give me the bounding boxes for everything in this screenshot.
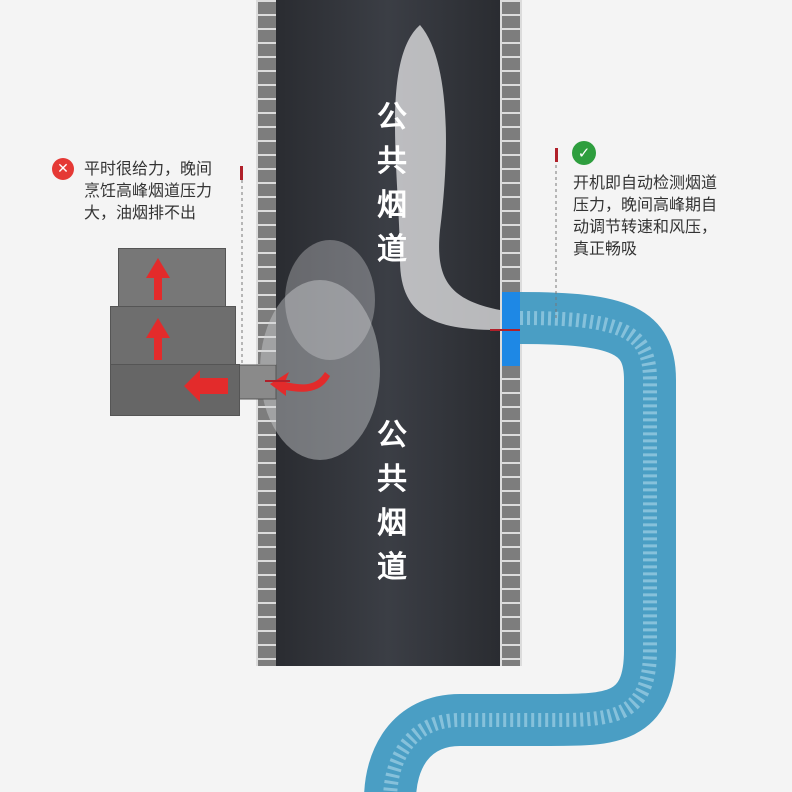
flue-label-char: 共 bbox=[377, 144, 407, 179]
range-hood-bottom bbox=[110, 364, 240, 416]
note-line: 真正畅吸 bbox=[573, 239, 638, 258]
note-line: 平时很给力，晚间 bbox=[84, 159, 213, 178]
arrow-into-flue bbox=[270, 372, 330, 396]
note-line: 压力，晚间高峰期自 bbox=[573, 195, 718, 214]
note-line: 开机即自动检测烟道 bbox=[573, 173, 718, 192]
range-hood-top bbox=[118, 248, 226, 308]
flue-label-char: 烟 bbox=[377, 188, 407, 223]
x-circle-icon: ✕ bbox=[52, 158, 74, 180]
flue-label-char: 道 bbox=[377, 232, 407, 267]
smoke-plume-upward bbox=[395, 25, 500, 330]
hose-highlight bbox=[383, 311, 657, 792]
flue-label-bottom: 公 共 烟 道 bbox=[372, 414, 412, 590]
flue-label-char: 公 bbox=[377, 100, 407, 135]
note-line: 烹饪高峰烟道压力 bbox=[84, 181, 213, 200]
flue-label-char: 公 bbox=[377, 418, 407, 453]
right-note-text: 开机即自动检测烟道 压力，晚间高峰期自 动调节转速和风压， 真正畅吸 bbox=[573, 172, 717, 260]
left-leader-tick bbox=[240, 166, 243, 180]
public-flue-shaft bbox=[276, 0, 500, 666]
left-brick-wall bbox=[256, 0, 276, 666]
flue-label-char: 道 bbox=[377, 550, 407, 585]
red-arrows bbox=[270, 372, 330, 396]
flue-label-char: 烟 bbox=[377, 506, 407, 541]
note-line: 动调节转速和风压， bbox=[573, 217, 718, 236]
smoke-cloud-blocked-2 bbox=[285, 240, 375, 360]
smoke-cloud-blocked bbox=[260, 280, 380, 460]
check-circle-icon: ✓ bbox=[572, 141, 596, 165]
flue-label-top: 公 共 烟 道 bbox=[372, 96, 412, 272]
note-line: 大，油烟排不出 bbox=[84, 203, 197, 222]
left-note-text: 平时很给力，晚间 烹饪高峰烟道压力 大，油烟排不出 bbox=[84, 158, 212, 224]
range-hood-middle bbox=[110, 306, 236, 366]
right-leader-tick bbox=[555, 148, 558, 162]
flue-label-char: 共 bbox=[377, 462, 407, 497]
